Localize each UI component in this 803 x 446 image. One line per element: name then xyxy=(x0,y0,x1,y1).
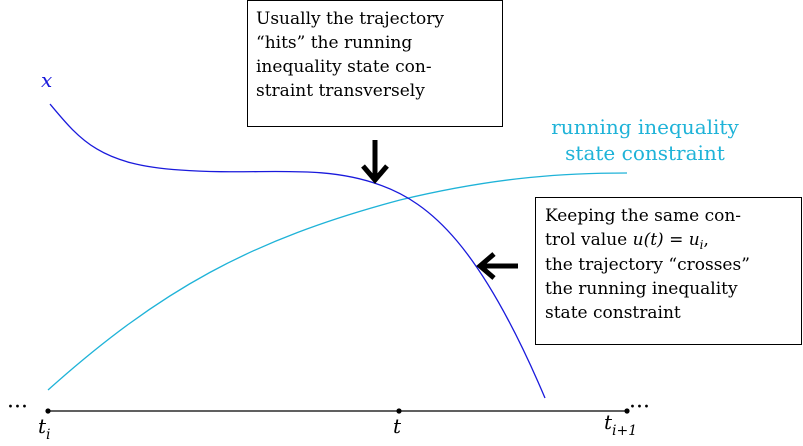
crosses-line-2-prefix: trol value xyxy=(545,230,633,250)
crosses-rest: the trajectory “crosses” the running ine… xyxy=(545,255,750,323)
control-value-subscript: i xyxy=(699,238,704,252)
tick-t-dot xyxy=(396,408,402,414)
tick-ti-sub: i xyxy=(46,427,51,443)
constraint-label: running inequality state constraint xyxy=(551,115,739,165)
trajectory-label: x xyxy=(41,68,53,92)
crosses-line-2: trol value u(t) = ui, xyxy=(545,228,793,253)
arrow-left-icon xyxy=(476,252,518,280)
constraint-curve xyxy=(47,172,628,391)
arrow-down-icon xyxy=(361,140,389,184)
control-value-math: u(t) = u xyxy=(632,230,700,250)
hits-annotation-box: Usually the trajectory “hits” the runnin… xyxy=(247,0,503,127)
tick-ti1-sub: i+1 xyxy=(612,423,638,439)
crosses-annotation-box: Keeping the same con- trol value u(t) = … xyxy=(535,197,802,345)
tick-ti-base: t xyxy=(38,414,47,438)
tick-label-t: t xyxy=(393,414,402,438)
tick-ti1-base: t xyxy=(604,410,613,434)
crosses-line-2-suffix: , xyxy=(703,230,709,250)
tick-label-ti: ti xyxy=(38,414,51,443)
trajectory-curve xyxy=(49,103,546,399)
crosses-line-1: Keeping the same con- xyxy=(545,206,742,226)
axis-right-dots: ··· xyxy=(629,395,650,420)
tick-ti1-dot xyxy=(624,408,630,414)
tick-ti-dot xyxy=(45,408,51,414)
tick-label-ti1: ti+1 xyxy=(604,410,637,439)
axis-left-dots: ··· xyxy=(7,395,28,420)
